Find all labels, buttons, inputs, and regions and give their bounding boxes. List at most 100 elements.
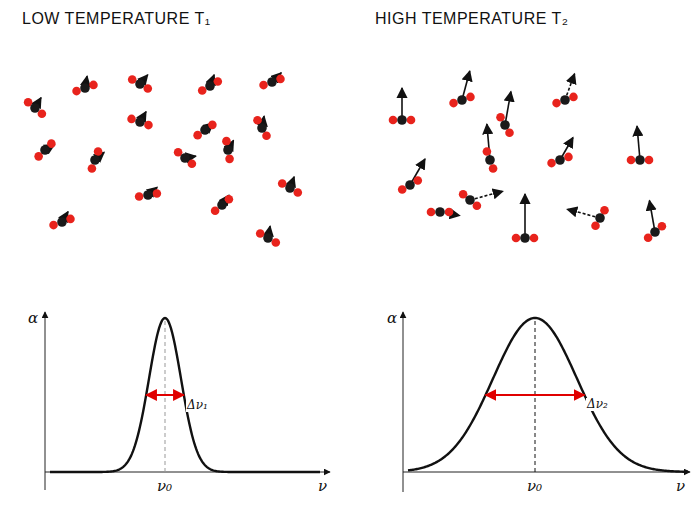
oxygen-atom [276, 75, 285, 84]
molecule [389, 88, 416, 125]
carbon-atom [520, 233, 530, 243]
carbon-atom [285, 183, 295, 193]
oxygen-atom [143, 84, 152, 93]
carbon-atom [267, 77, 277, 87]
oxygen-atom [153, 189, 162, 198]
carbon-atom [555, 155, 565, 165]
molecule [449, 71, 475, 107]
oxygen-atom [222, 137, 231, 146]
oxygen-atom [398, 185, 407, 194]
center-frequency: ν₀ [527, 478, 542, 495]
oxygen-atom [600, 206, 609, 215]
oxygen-atom [208, 121, 217, 130]
oxygen-atom [144, 121, 153, 130]
width-arrow [146, 394, 184, 396]
oxygen-atom [94, 147, 103, 156]
carbon-atom [90, 155, 100, 165]
molecule [259, 73, 285, 90]
y-axis [403, 312, 404, 492]
oxygen-atom [427, 208, 436, 217]
oxygen-atom [512, 234, 521, 243]
oxygen-atom [49, 221, 58, 230]
oxygen-atom [135, 192, 144, 201]
oxygen-atom [198, 86, 207, 95]
oxygen-atom [407, 116, 416, 125]
molecule [135, 187, 161, 201]
molecule [427, 207, 460, 217]
carbon-atom [560, 95, 570, 105]
oxygen-atom [293, 188, 302, 197]
oxygen-atom [449, 99, 458, 108]
oxygen-atom [489, 164, 498, 173]
carbon-atom [205, 81, 215, 91]
oxygen-atom [128, 75, 137, 84]
molecule [72, 76, 98, 95]
carbon-atom [457, 95, 467, 105]
oxygen-atom [213, 77, 222, 86]
carbon-atom [135, 79, 145, 89]
molecule [398, 159, 425, 194]
oxygen-atom [253, 116, 262, 125]
molecule [547, 137, 573, 167]
molecule [512, 194, 539, 243]
carbon-atom [30, 103, 40, 113]
carbon-atom [500, 120, 510, 130]
plots [45, 312, 690, 492]
molecule [222, 137, 234, 163]
carbon-atom [200, 125, 210, 135]
axis-label: α [387, 310, 397, 327]
molecule [627, 126, 654, 165]
molecule [127, 112, 153, 130]
oxygen-atom [278, 179, 287, 188]
carbon-atom [57, 217, 67, 227]
molecule [198, 75, 222, 95]
oxygen-atom [259, 81, 268, 90]
axis-label: α [28, 310, 38, 327]
oxygen-atom [530, 234, 539, 243]
oxygen-atom [127, 115, 136, 124]
oxygen-atom [552, 99, 561, 108]
oxygen-atom [72, 87, 81, 96]
molecule [644, 200, 666, 242]
carbon-atom [485, 155, 495, 165]
molecule [278, 177, 302, 197]
molecule [256, 226, 280, 247]
carbon-atom [40, 145, 50, 155]
molecule [253, 116, 271, 140]
carbon-atom [263, 233, 273, 243]
carbon-atom [217, 200, 227, 210]
carbon-atom [257, 123, 267, 133]
velocity-arrow [524, 194, 526, 238]
velocity-arrow [401, 88, 403, 120]
carbon-atom [135, 117, 145, 127]
carbon-atom [80, 83, 90, 93]
oxygen-atom [496, 113, 505, 122]
molecule [567, 206, 609, 230]
carbon-atom [180, 153, 190, 163]
panel-title: HIGH TEMPERATURE T₂ [375, 10, 569, 28]
oxygen-atom [569, 93, 578, 102]
carbon-atom [143, 190, 153, 200]
molecule [24, 98, 46, 118]
molecule [174, 148, 196, 168]
oxygen-atom [225, 155, 234, 164]
oxygen-atom [413, 176, 422, 185]
oxygen-atom [645, 156, 654, 165]
carbon-atom [465, 195, 475, 205]
velocity-arrow [470, 191, 503, 200]
oxygen-atom [483, 147, 492, 156]
molecule [34, 139, 55, 160]
oxygen-atom [591, 221, 600, 230]
velocity-arrow [505, 92, 511, 125]
oxygen-atom [466, 93, 475, 102]
molecules [24, 71, 666, 247]
gaussian-curve [408, 318, 688, 472]
gaussian-curve [50, 318, 320, 472]
velocity-arrow [637, 126, 640, 160]
carbon-atom [435, 207, 445, 217]
molecule [128, 75, 152, 93]
axis-label: ν [676, 478, 685, 495]
carbon-atom [595, 213, 605, 223]
width-arrow [486, 394, 585, 396]
